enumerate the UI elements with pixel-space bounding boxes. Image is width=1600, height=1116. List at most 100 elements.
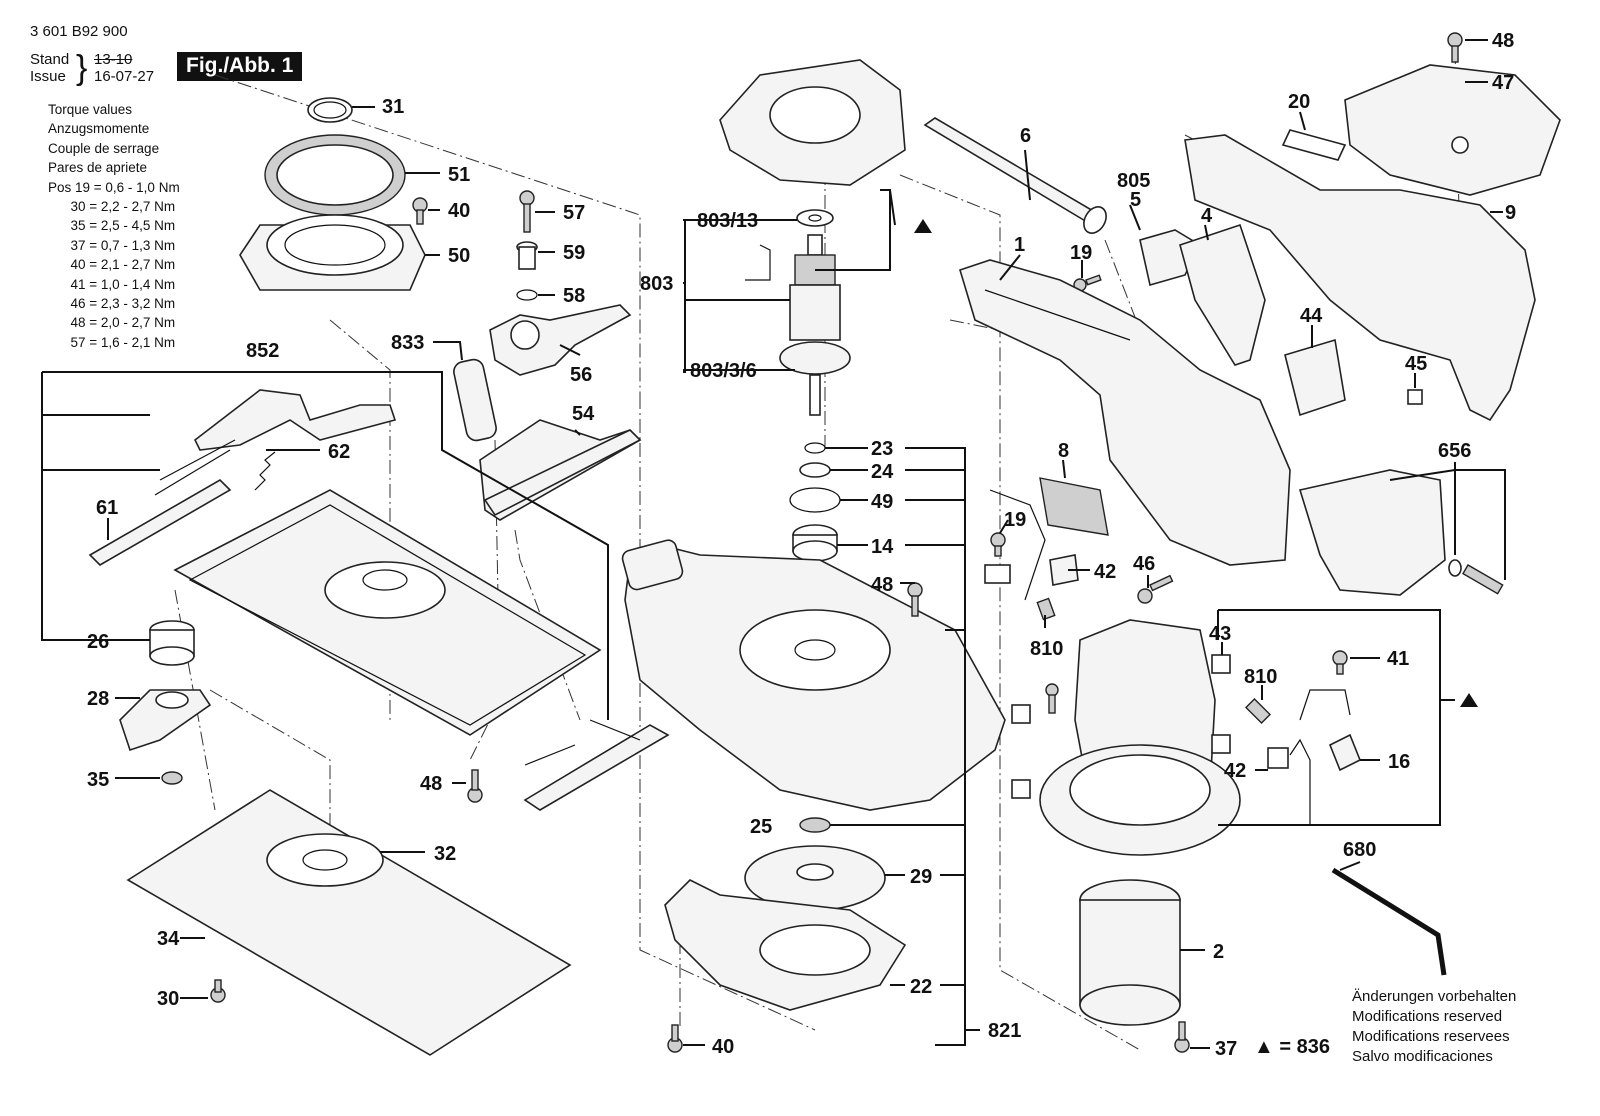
doc-number: 3 601 B92 900: [30, 23, 128, 40]
stand-label: Stand: [30, 51, 70, 68]
part-852-clamp: [154, 389, 397, 496]
torque-line: Torque values: [48, 102, 133, 117]
torque-line: Pares de apriete: [48, 160, 148, 176]
label-5: 5: [1130, 189, 1141, 211]
label-656: 656: [1438, 440, 1471, 462]
figure-badge: Fig./Abb. 1: [177, 52, 303, 81]
part-656-grip: [1298, 469, 1446, 596]
torque-line: Couple de serrage: [48, 140, 160, 156]
part-29-fan: [744, 845, 886, 911]
part-49-circlip: [789, 487, 841, 513]
label-31: 31: [382, 96, 404, 118]
mod-line: Modifications reservees: [1352, 1028, 1510, 1045]
label-19b: 19: [1004, 509, 1026, 531]
label-25: 25: [750, 816, 772, 838]
label-24: 24: [871, 461, 894, 483]
label-58: 58: [563, 285, 585, 307]
torque-line: 57 = 1,6 - 2,1 Nm: [48, 334, 176, 350]
part-37-screw: [1174, 1021, 1190, 1053]
part-680-hex-key: [1331, 867, 1447, 976]
part-25-bushing: [799, 817, 831, 833]
label-2: 2: [1213, 941, 1224, 963]
label-51: 51: [448, 164, 470, 186]
label-9: 9: [1505, 202, 1516, 224]
part-58-clip: [516, 289, 538, 301]
part-46-screw: [1137, 574, 1174, 604]
label-8: 8: [1058, 440, 1069, 462]
part-rod-frame: [523, 719, 670, 811]
part-8-label: [1039, 477, 1109, 536]
label-48c: 48: [1492, 30, 1514, 52]
leader-lines: [41, 39, 1506, 1049]
part-2-stator: [1079, 879, 1181, 1026]
label-34: 34: [157, 928, 180, 950]
label-47: 47: [1492, 72, 1514, 94]
label-49: 49: [871, 491, 893, 513]
part-48-screw-center: [907, 582, 923, 617]
part-42-cable-left: [984, 489, 1079, 601]
label-852: 852: [246, 340, 279, 362]
label-821: 821: [988, 1020, 1021, 1042]
part-47-grip-cover: [1344, 64, 1561, 196]
part-48-screw-top: [1447, 32, 1463, 63]
label-803: 803: [640, 273, 673, 295]
modifications-note: Änderungen vorbehalten Modifications res…: [1352, 987, 1516, 1067]
label-16: 16: [1388, 751, 1410, 773]
triangle-marker-center: [914, 219, 932, 233]
issue-label: Issue: [30, 68, 66, 85]
issue-value: 16-07-27: [94, 68, 155, 85]
label-22: 22: [910, 976, 932, 998]
label-50: 50: [448, 245, 470, 267]
label-23: 23: [871, 438, 893, 460]
triangle-marker-right: [1460, 693, 1478, 707]
part-810-brush-right: [1244, 697, 1272, 725]
main-housing: [621, 539, 1006, 811]
part-48-screw-left: [467, 769, 483, 803]
label-810: 810: [1030, 638, 1063, 660]
mod-line: Modifications reserved: [1352, 1008, 1503, 1025]
part-803-armature: [779, 234, 851, 416]
label-48b: 48: [871, 574, 893, 596]
part-35-nut: [161, 771, 183, 785]
label-45: 45: [1405, 353, 1427, 375]
label-41: 41: [1387, 648, 1409, 670]
label-19: 19: [1070, 242, 1092, 264]
label-4: 4: [1201, 205, 1213, 227]
label-680: 680: [1343, 839, 1376, 861]
label-48: 48: [420, 773, 442, 795]
part-16-brush-holder: [1299, 689, 1362, 772]
label-57: 57: [563, 202, 585, 224]
part-803-13-bearing: [796, 209, 834, 227]
label-37: 37: [1215, 1038, 1237, 1060]
part-56-lever: [489, 304, 632, 376]
torque-line: Pos 19 = 0,6 - 1,0 Nm: [48, 179, 180, 195]
part-14-bearing: [792, 524, 838, 562]
part-41-screw: [1332, 650, 1348, 675]
stand-value: 13-10: [94, 51, 133, 68]
mod-line: Salvo modificaciones: [1352, 1048, 1493, 1065]
label-1: 1: [1014, 234, 1025, 256]
part-4-switch-body: [1179, 223, 1266, 366]
label-29: 29: [910, 866, 932, 888]
label-54: 54: [572, 403, 595, 425]
torque-line: 35 = 2,5 - 4,5 Nm: [48, 218, 176, 234]
torque-line: 30 = 2,2 - 2,7 Nm: [48, 199, 176, 215]
part-30-screw: [210, 979, 226, 1003]
part-44-box: [1284, 338, 1346, 417]
part-54-bracket: [479, 419, 642, 521]
part-motor-field: [1039, 619, 1241, 856]
label-40: 40: [448, 200, 470, 222]
torque-line: 48 = 2,0 - 2,7 Nm: [48, 315, 176, 331]
label-46: 46: [1133, 553, 1155, 575]
part-24-washer: [799, 462, 831, 478]
part-6-shaft: [923, 117, 1107, 234]
label-30: 30: [157, 988, 179, 1010]
label-805: 805: [1117, 170, 1150, 192]
sanding-pad-34: [126, 789, 572, 1056]
part-31-ring: [307, 97, 353, 123]
label-42b: 42: [1224, 760, 1246, 782]
label-59: 59: [563, 242, 585, 264]
torque-line: Anzugsmomente: [48, 121, 150, 137]
label-56: 56: [570, 364, 592, 386]
